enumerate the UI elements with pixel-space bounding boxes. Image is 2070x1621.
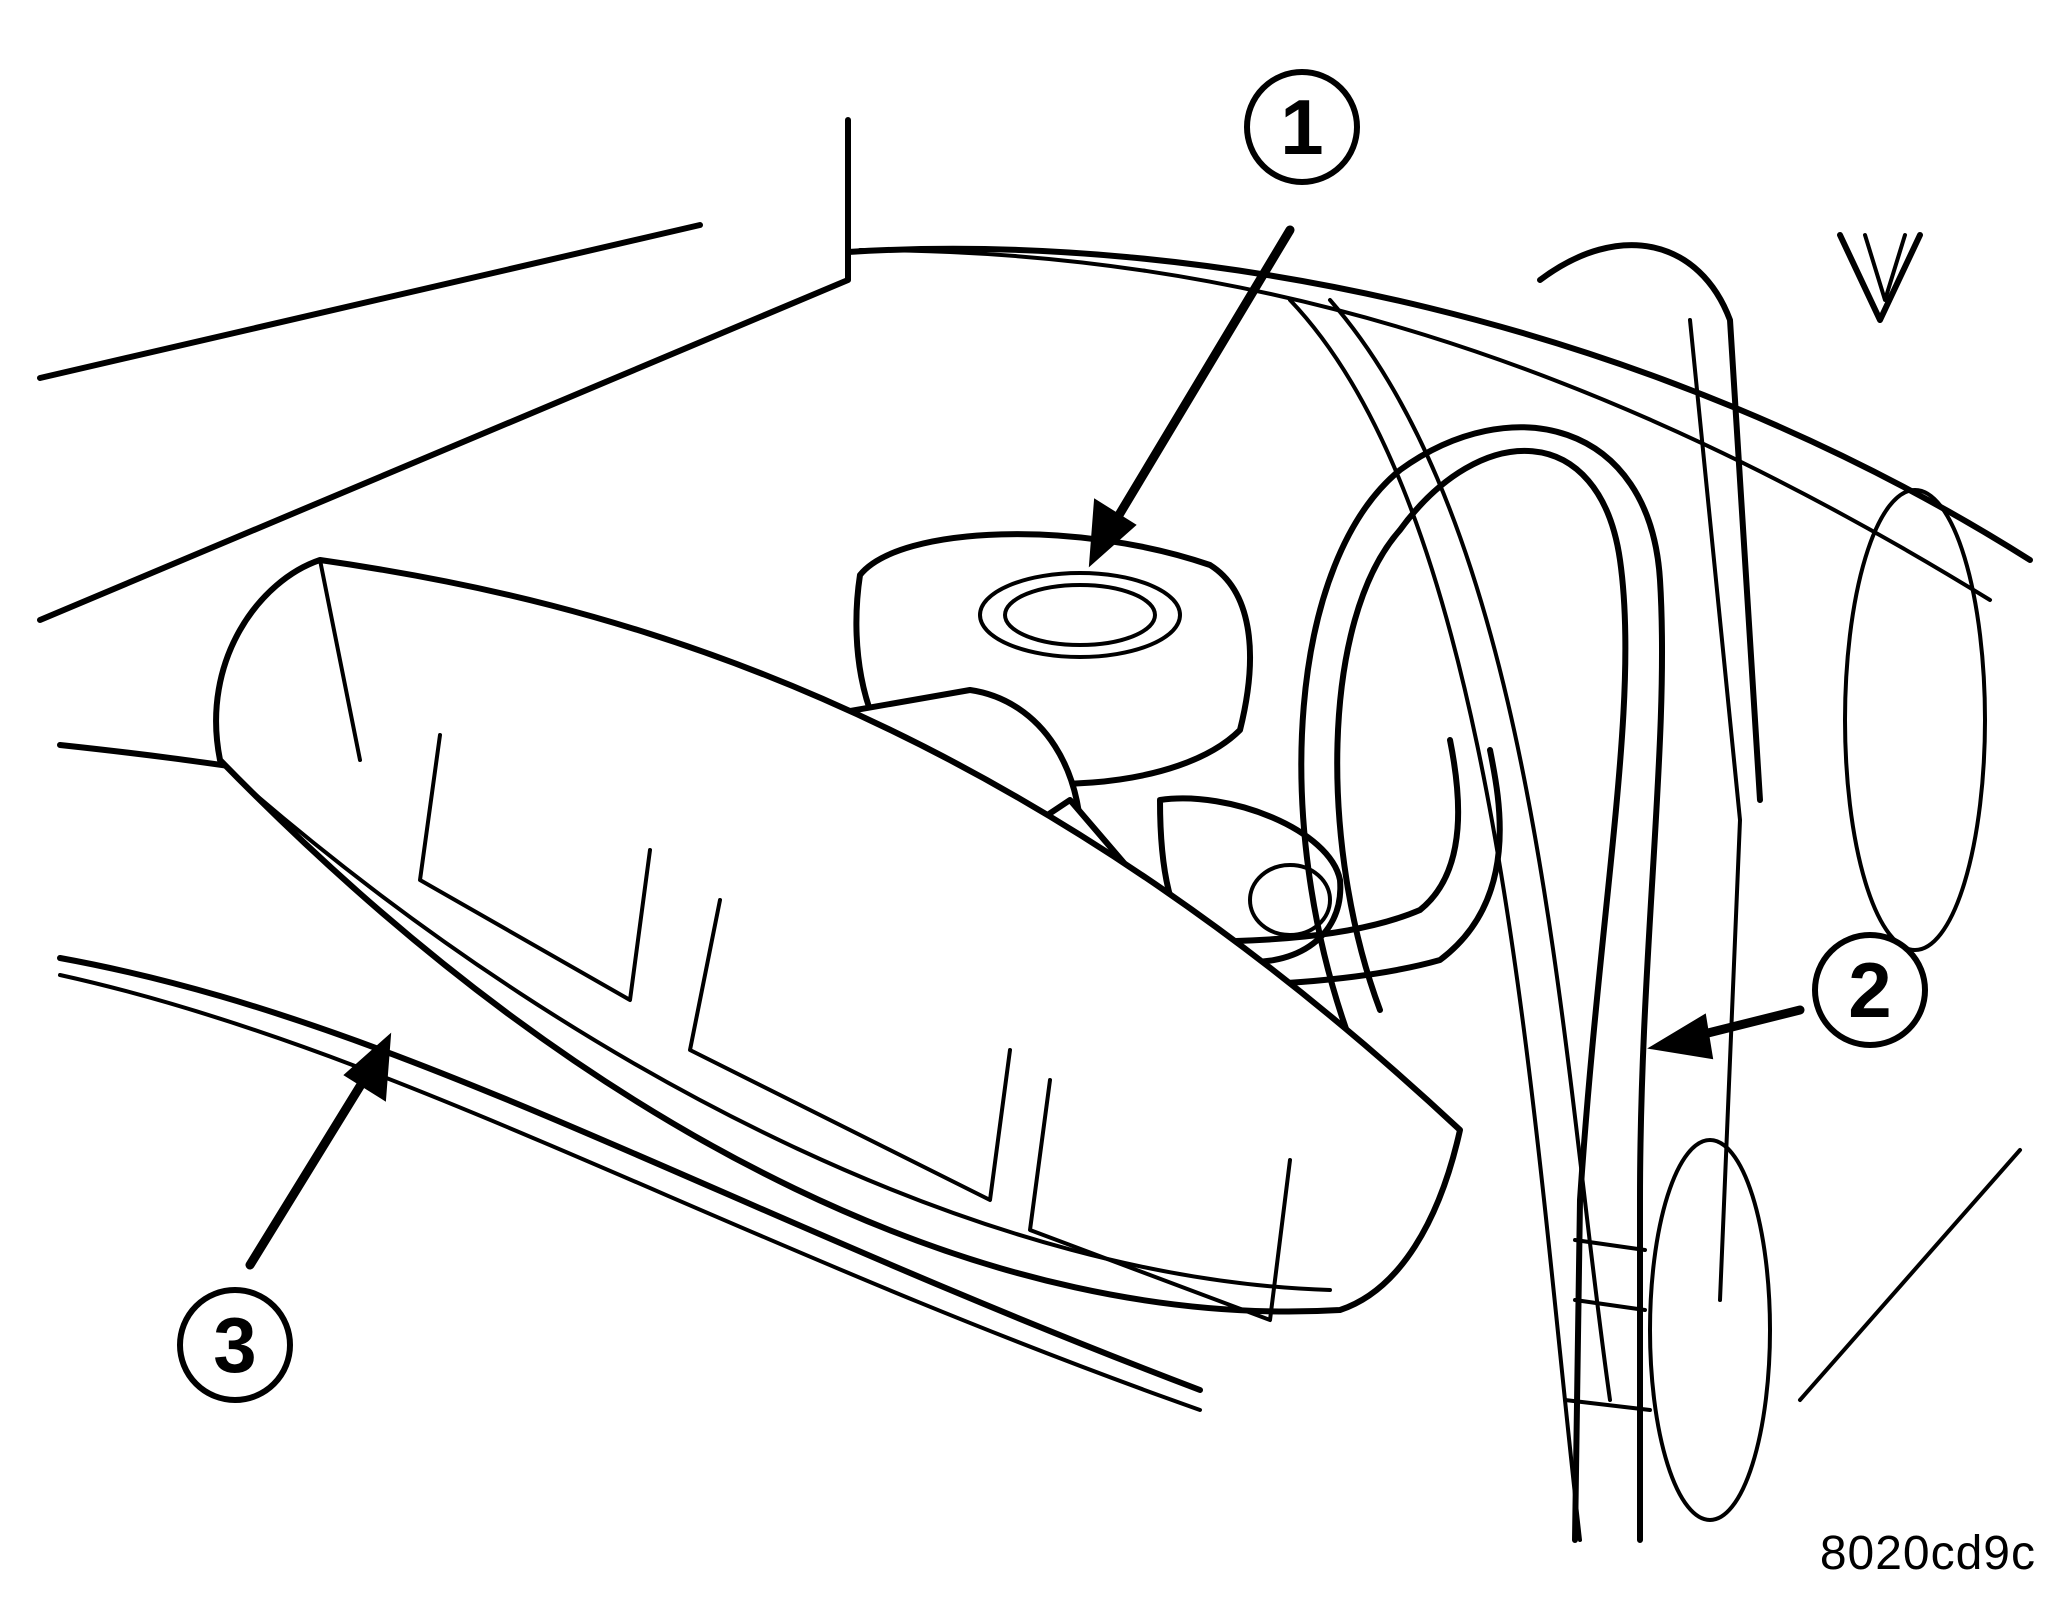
callout-2: 2 xyxy=(1647,932,1928,1060)
callout-2-label: 2 xyxy=(1848,946,1891,1034)
callout-2-arrowhead xyxy=(1647,1013,1714,1060)
figure-id: 8020cd9c xyxy=(1819,1527,2036,1580)
callout-1-arrowhead xyxy=(1088,498,1137,568)
callout-1-label: 1 xyxy=(1280,83,1323,171)
callout-3-leader xyxy=(245,1065,375,1270)
tank-opening-ring xyxy=(1288,242,2022,1542)
callout-1: 1 xyxy=(1088,69,1360,568)
tank-body xyxy=(37,117,2033,1412)
lock-ring xyxy=(213,557,1463,1322)
callout-3: 3 xyxy=(177,1032,392,1403)
callout-3-arrowhead xyxy=(343,1032,392,1102)
callout-3-label: 3 xyxy=(213,1301,256,1389)
callout-1-leader xyxy=(1105,225,1295,535)
